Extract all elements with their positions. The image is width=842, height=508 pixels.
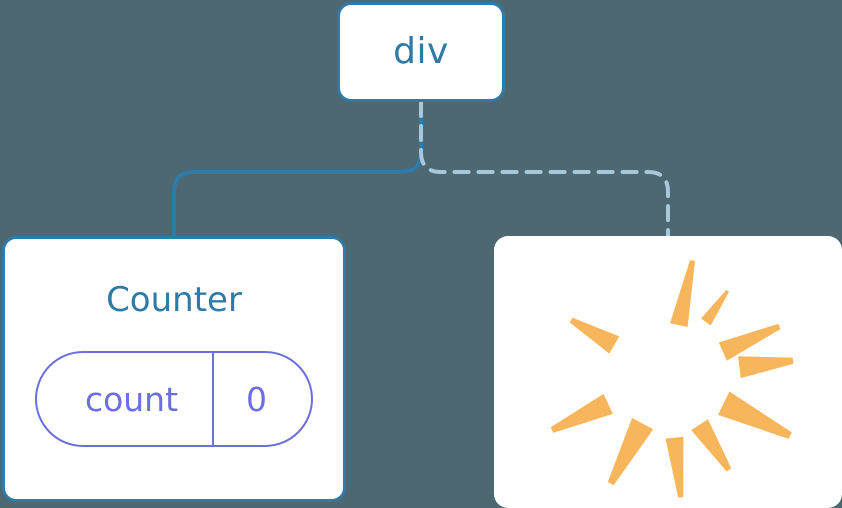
state-pill-value: 0 xyxy=(246,379,268,419)
burst-ray-4 xyxy=(738,356,794,379)
burst-ray-3 xyxy=(718,323,781,361)
sparkle-burst-icon xyxy=(550,260,794,498)
burst-ray-8 xyxy=(607,418,654,486)
state-pill-divider xyxy=(212,353,215,445)
node-div[interactable]: div xyxy=(337,2,505,102)
node-counter-title: Counter xyxy=(106,280,242,320)
state-pill-key: count xyxy=(84,379,179,419)
burst-ray-6 xyxy=(691,419,732,472)
edge-div-to-burst xyxy=(419,100,670,240)
node-counter[interactable]: Counter count 0 xyxy=(2,236,346,502)
burst-ray-5 xyxy=(718,391,792,439)
burst-ray-7 xyxy=(665,436,684,498)
burst-ray-10 xyxy=(569,317,620,354)
burst-ray-9 xyxy=(550,393,613,433)
node-div-label: div xyxy=(393,31,449,72)
burst-ray-1 xyxy=(670,260,695,328)
burst-ray-2 xyxy=(700,289,730,326)
state-pill-count[interactable]: count 0 xyxy=(34,351,314,447)
edge-div-to-counter xyxy=(172,100,423,240)
node-burst[interactable] xyxy=(494,236,842,508)
